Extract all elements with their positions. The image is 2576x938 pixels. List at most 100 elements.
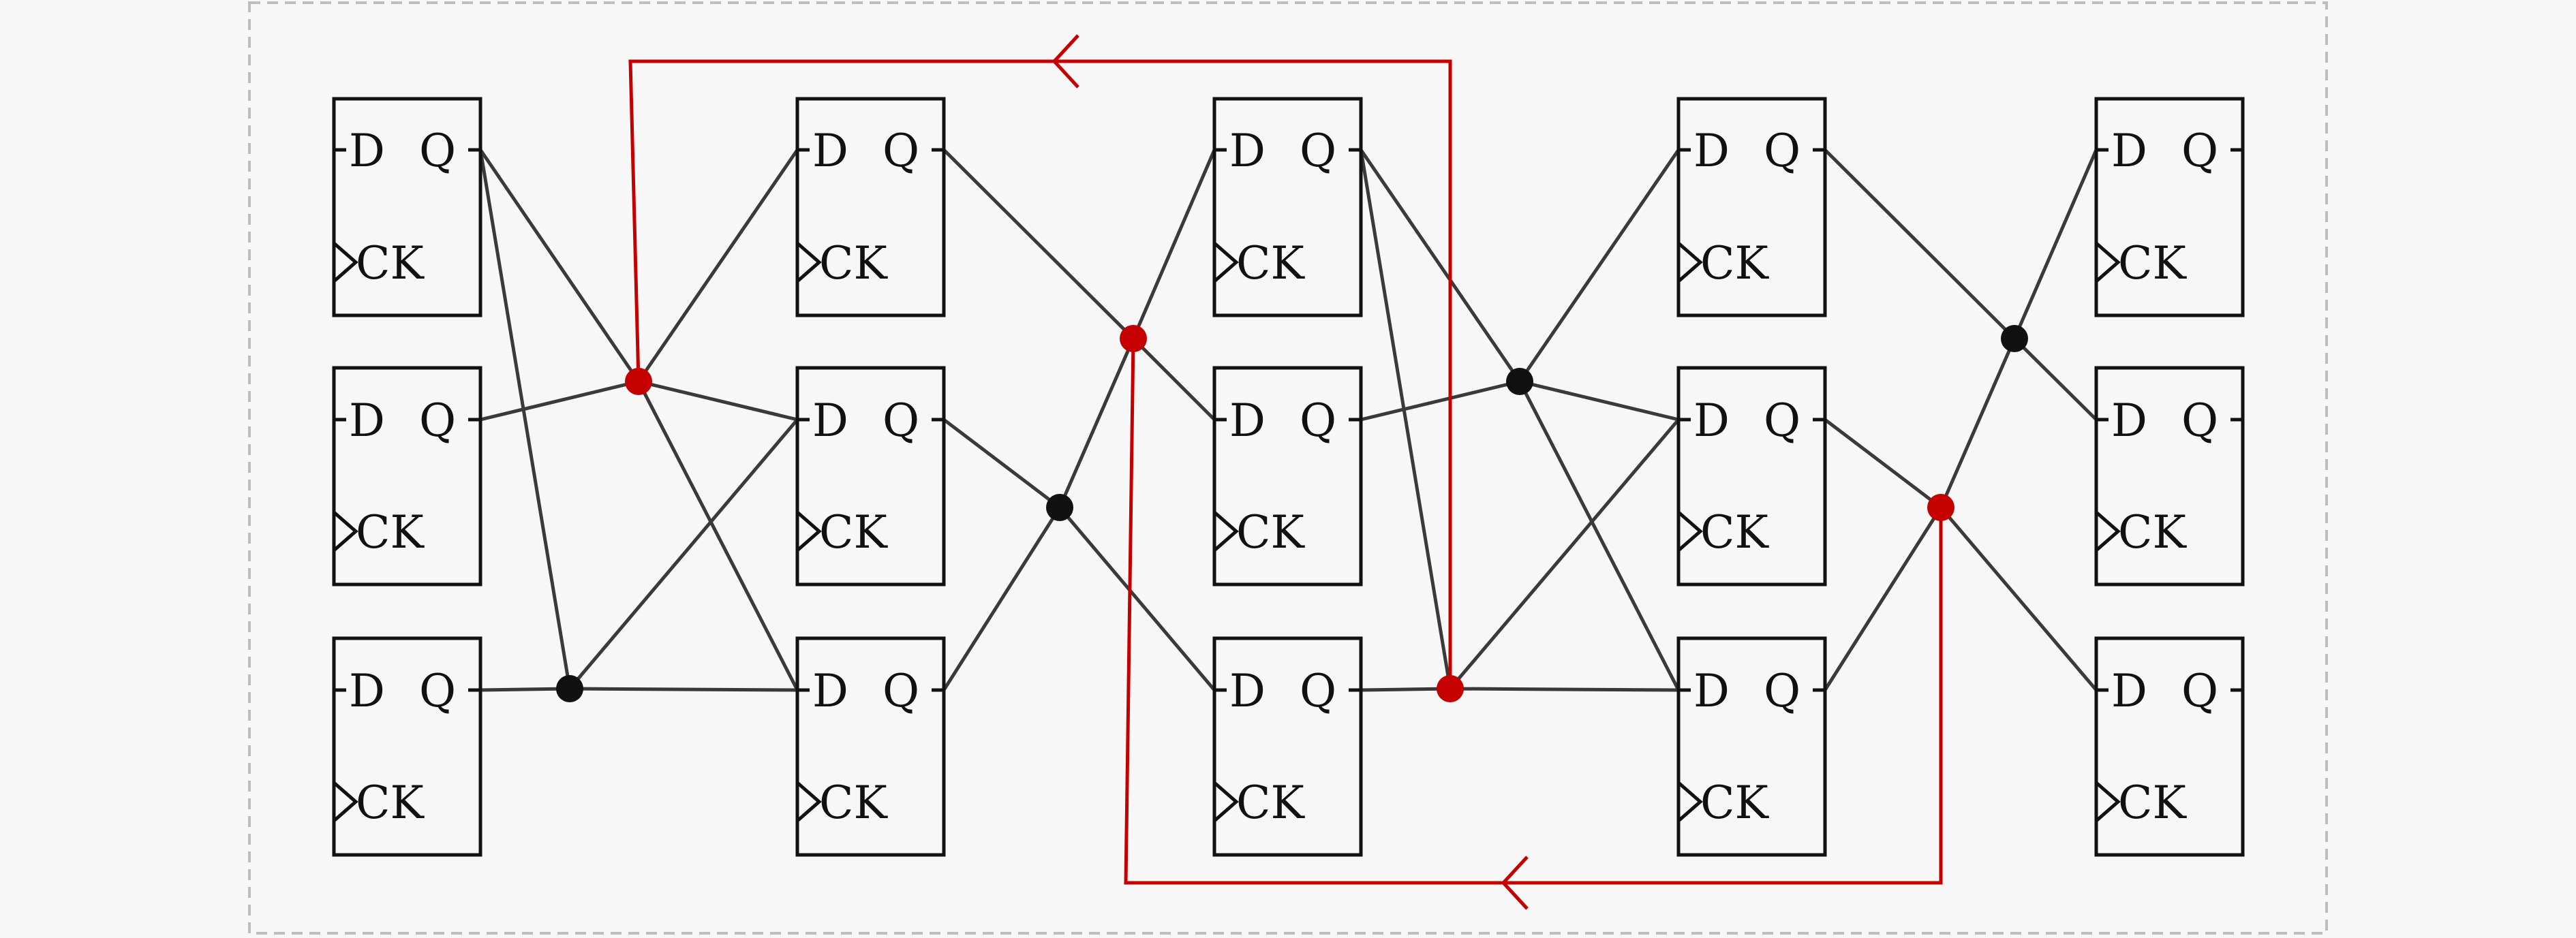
clock-triangle-icon <box>2095 511 2121 552</box>
d-label: D <box>349 125 385 177</box>
q-label: Q <box>1300 665 1336 717</box>
flip-flop-body <box>332 366 482 587</box>
wire <box>478 149 572 689</box>
junction-dot <box>625 368 652 395</box>
q-label: Q <box>1764 665 1800 717</box>
wire <box>480 687 570 692</box>
wire <box>1359 148 1522 383</box>
clock-triangle-icon <box>1213 511 1239 552</box>
clock-triangle-icon <box>2095 242 2121 283</box>
d-label: D <box>1693 394 1730 447</box>
wire <box>478 148 641 383</box>
q-label: Q <box>419 665 456 717</box>
wire <box>637 380 799 691</box>
clock-triangle-icon <box>1677 242 1703 283</box>
wire <box>638 379 798 422</box>
flip-flop-body <box>1676 636 1827 857</box>
wire <box>480 379 639 422</box>
d-label: D <box>2111 394 2147 447</box>
wire <box>1449 418 1680 690</box>
d-label: D <box>1229 125 1266 177</box>
diagram-frame <box>248 1 2328 935</box>
feedback-paths <box>628 34 1943 910</box>
d-label: D <box>349 394 385 447</box>
wire <box>942 506 1062 691</box>
feedback-path-bottom <box>1124 338 1943 885</box>
clock-label: CK <box>2118 777 2187 829</box>
wire <box>1131 149 1216 339</box>
wire <box>1519 379 1679 422</box>
wire <box>1939 506 2098 691</box>
wire <box>942 418 1061 509</box>
flip-flop-body <box>1212 366 1363 587</box>
d-label: D <box>349 665 385 717</box>
d-label: D <box>812 125 848 177</box>
clock-label: CK <box>819 777 888 829</box>
flip-flop-body <box>1212 636 1363 857</box>
clock-label: CK <box>1236 237 1305 290</box>
junction-dot <box>556 675 583 702</box>
wire <box>1518 380 1681 691</box>
clock-triangle-icon <box>1213 242 1239 283</box>
wire <box>2013 337 2098 421</box>
flip-flop-body <box>332 97 482 317</box>
d-label: D <box>1693 125 1730 177</box>
arrow-left-icon <box>1052 34 1079 89</box>
clock-triangle-icon <box>796 511 822 552</box>
wire <box>1359 149 1452 689</box>
wire <box>1360 379 1520 422</box>
junction-dot <box>1506 368 1533 395</box>
d-label: D <box>1229 394 1266 447</box>
junction-dot <box>1927 494 1954 521</box>
flip-flop-body <box>1676 97 1827 317</box>
q-label: Q <box>419 125 456 177</box>
flip-flop-body <box>795 366 946 587</box>
junction-dot <box>1437 675 1464 702</box>
wire <box>942 148 1135 340</box>
wire <box>1132 337 1216 421</box>
arrow-left-icon <box>1501 856 1529 910</box>
clock-label: CK <box>1236 777 1305 829</box>
q-label: Q <box>883 665 919 717</box>
clock-triangle-icon <box>1213 781 1239 822</box>
clock-triangle-icon <box>1677 781 1703 822</box>
wire <box>1518 148 1681 383</box>
flip-flop-body <box>1676 366 1827 587</box>
clock-triangle-icon <box>1677 511 1703 552</box>
flip-flop-body <box>1212 97 1363 317</box>
d-label: D <box>1693 665 1730 717</box>
clock-triangle-icon <box>796 242 822 283</box>
q-label: Q <box>2181 125 2218 177</box>
clock-triangle-icon <box>333 781 358 822</box>
q-label: Q <box>1300 125 1336 177</box>
wire <box>1823 506 1943 691</box>
wire <box>1058 506 1216 691</box>
junctions <box>556 325 2028 702</box>
d-label: D <box>1229 665 1266 717</box>
wire <box>2012 149 2098 339</box>
clock-label: CK <box>1700 237 1769 290</box>
d-label: D <box>812 665 848 717</box>
d-label: D <box>2111 125 2147 177</box>
q-label: Q <box>883 125 919 177</box>
wire <box>1450 687 1679 692</box>
q-label: Q <box>419 394 456 447</box>
junction-dot <box>1046 494 1073 521</box>
d-label: D <box>2111 665 2147 717</box>
flip-flop-body <box>332 636 482 857</box>
